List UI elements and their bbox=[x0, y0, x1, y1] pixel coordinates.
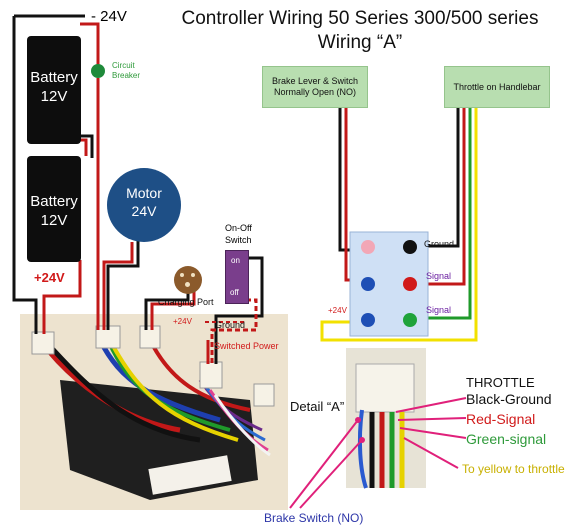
battery-top: Battery 12V bbox=[27, 36, 81, 144]
battery-top-line1: Battery bbox=[30, 69, 78, 86]
throttle-label: THROTTLE bbox=[466, 375, 535, 390]
connector-signal-label-2: Signal bbox=[426, 305, 452, 315]
connector-battery bbox=[31, 331, 55, 355]
plus-24v-switch-label: +24V bbox=[173, 317, 192, 326]
title-line-1: Controller Wiring 50 Series 300/500 seri… bbox=[181, 8, 539, 29]
motor-icon bbox=[107, 168, 181, 242]
detail-a-label: Detail “A” bbox=[290, 399, 345, 414]
switch-off-label: off bbox=[230, 288, 239, 297]
battery-bottom-line1: Battery bbox=[30, 193, 78, 210]
charging-port-label: Charging Port bbox=[158, 297, 214, 307]
pin-blue-1 bbox=[361, 277, 375, 291]
throttle-box: Throttle on Handlebar bbox=[444, 66, 550, 108]
connector-ground-label: Ground bbox=[424, 239, 455, 249]
battery-bottom: Battery 12V bbox=[27, 156, 81, 262]
brake-lever-line1: Brake Lever & Switch bbox=[271, 76, 359, 86]
brake-lever-box: Brake Lever & Switch Normally Open (NO) bbox=[262, 66, 368, 108]
throttle-box-label: Throttle on Handlebar bbox=[453, 81, 541, 92]
on-off-switch-label-2: Switch bbox=[225, 235, 252, 245]
controller-label-sticker bbox=[148, 455, 232, 495]
red-signal-label: Red-Signal bbox=[466, 411, 536, 427]
brake-switch-label: Brake Switch (NO) bbox=[264, 511, 364, 525]
battery-top-line2: 12V bbox=[40, 88, 68, 105]
minus-24v-label: - 24V bbox=[91, 8, 127, 25]
green-signal-label: Green-signal bbox=[466, 431, 547, 447]
connector-charge bbox=[139, 325, 161, 349]
ground-label: Ground bbox=[215, 320, 246, 330]
connector-throttle-photo bbox=[253, 383, 275, 407]
switched-power-label: Switched Power bbox=[214, 341, 279, 351]
pin-pink bbox=[361, 240, 375, 254]
pin-green bbox=[403, 313, 417, 327]
on-off-switch-label-1: On-Off bbox=[225, 223, 252, 233]
circuit-breaker-icon bbox=[91, 64, 105, 78]
connector-plus24v-label: +24V bbox=[328, 306, 347, 315]
pin-blue-2 bbox=[361, 313, 375, 327]
connector-switch bbox=[199, 361, 223, 389]
connector-signal-label-1: Signal bbox=[426, 271, 452, 281]
black-ground-label: Black-Ground bbox=[466, 391, 552, 407]
pin-black bbox=[403, 240, 417, 254]
motor-label-2: 24V bbox=[131, 203, 157, 219]
brake-lever-line2: Normally Open (NO) bbox=[273, 87, 356, 97]
on-off-switch: on off bbox=[225, 250, 249, 304]
switch-on-label: on bbox=[231, 256, 240, 265]
to-yellow-label: To yellow to throttle bbox=[462, 462, 565, 476]
circuit-breaker-label-1: Circuit bbox=[112, 61, 135, 70]
detail-connector bbox=[355, 363, 415, 413]
charging-port-icon bbox=[174, 266, 202, 294]
pin-red bbox=[403, 277, 417, 291]
plus-24v-label: +24V bbox=[34, 270, 65, 285]
motor-label-1: Motor bbox=[126, 185, 162, 201]
title-line-2: Wiring “A” bbox=[317, 32, 403, 53]
circuit-breaker-label-2: Breaker bbox=[112, 71, 141, 80]
battery-bottom-line2: 12V bbox=[40, 212, 68, 229]
